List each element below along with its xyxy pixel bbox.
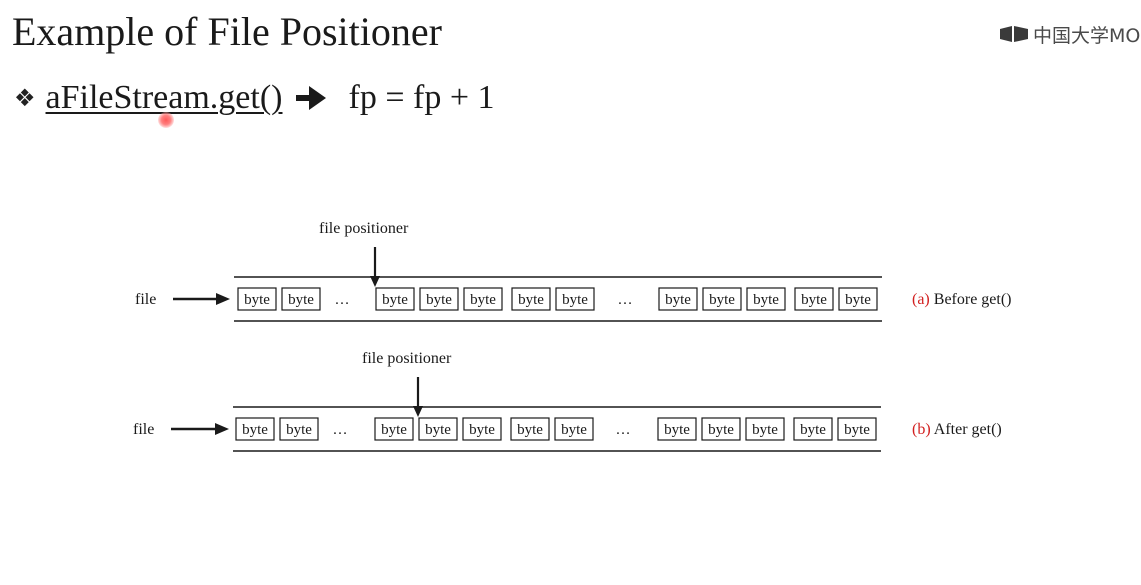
mooc-logo-icon — [1000, 26, 1028, 42]
byte-label: byte — [382, 292, 408, 308]
byte-box — [794, 287, 834, 311]
ellipsis: … — [333, 422, 348, 438]
byte-label: byte — [470, 292, 496, 308]
byte-label: byte — [518, 292, 544, 308]
ellipsis: … — [616, 422, 631, 438]
file-positioner-label: file positioner — [362, 350, 452, 367]
byte-box — [237, 287, 277, 311]
caption-letter: (a) — [912, 291, 930, 308]
bullet-point: ❖ aFileStream.get() fp = fp + 1 — [14, 74, 495, 122]
positioner-arrow-icon — [413, 406, 423, 417]
byte-label: byte — [709, 292, 735, 308]
byte-box — [793, 417, 833, 441]
byte-label: byte — [665, 292, 691, 308]
byte-label: byte — [517, 422, 543, 438]
laser-pointer-dot — [158, 112, 174, 128]
caption-text: After get() — [931, 421, 1002, 438]
byte-box — [281, 287, 321, 311]
byte-label: byte — [562, 292, 588, 308]
file-label: file — [135, 291, 156, 308]
byte-box — [657, 417, 697, 441]
byte-label: byte — [242, 422, 268, 438]
watermark-text: 中国大学MO — [1033, 24, 1141, 47]
byte-label: byte — [244, 292, 270, 308]
byte-box — [463, 287, 503, 311]
byte-box — [418, 417, 458, 441]
ellipsis: … — [618, 292, 633, 308]
byte-box — [554, 417, 594, 441]
byte-box — [658, 287, 698, 311]
byte-label: byte — [753, 292, 779, 308]
byte-box — [838, 287, 878, 311]
byte-box — [746, 287, 786, 311]
byte-box — [419, 287, 459, 311]
byte-label: byte — [288, 292, 314, 308]
right-arrow-icon — [295, 86, 326, 110]
byte-label: byte — [381, 422, 407, 438]
formula-text: fp = fp + 1 — [348, 79, 495, 116]
byte-box — [511, 287, 551, 311]
positioner-arrow-icon — [370, 276, 380, 287]
row-caption: (a) Before get() — [912, 291, 1012, 308]
code-call-link[interactable]: aFileStream.get() — [45, 79, 283, 116]
byte-box — [555, 287, 595, 311]
byte-label: byte — [708, 422, 734, 438]
ellipsis: … — [335, 292, 350, 308]
byte-label: byte — [426, 292, 452, 308]
byte-box — [462, 417, 502, 441]
byte-label: byte — [752, 422, 778, 438]
file-positioner-label: file positioner — [319, 220, 409, 237]
byte-box — [702, 287, 742, 311]
byte-box — [279, 417, 319, 441]
byte-box — [510, 417, 550, 441]
byte-label: byte — [425, 422, 451, 438]
row-caption: (b) After get() — [912, 421, 1002, 438]
file-arrow-icon — [216, 293, 230, 305]
byte-box — [701, 417, 741, 441]
byte-label: byte — [845, 292, 871, 308]
byte-box — [374, 417, 414, 441]
byte-box — [375, 287, 415, 311]
byte-box — [235, 417, 275, 441]
caption-letter: (b) — [912, 421, 931, 438]
diamond-bullet-icon: ❖ — [14, 84, 36, 112]
byte-label: byte — [561, 422, 587, 438]
byte-box — [837, 417, 877, 441]
byte-label: byte — [801, 292, 827, 308]
byte-label: byte — [286, 422, 312, 438]
caption-text: Before get() — [930, 291, 1012, 308]
byte-box — [745, 417, 785, 441]
byte-label: byte — [800, 422, 826, 438]
slide-title: Example of File Positioner — [12, 9, 442, 54]
file-arrow-icon — [215, 423, 229, 435]
byte-label: byte — [664, 422, 690, 438]
byte-label: byte — [844, 422, 870, 438]
byte-label: byte — [469, 422, 495, 438]
watermark: 中国大学MO — [998, 21, 1141, 47]
file-label: file — [133, 421, 154, 438]
